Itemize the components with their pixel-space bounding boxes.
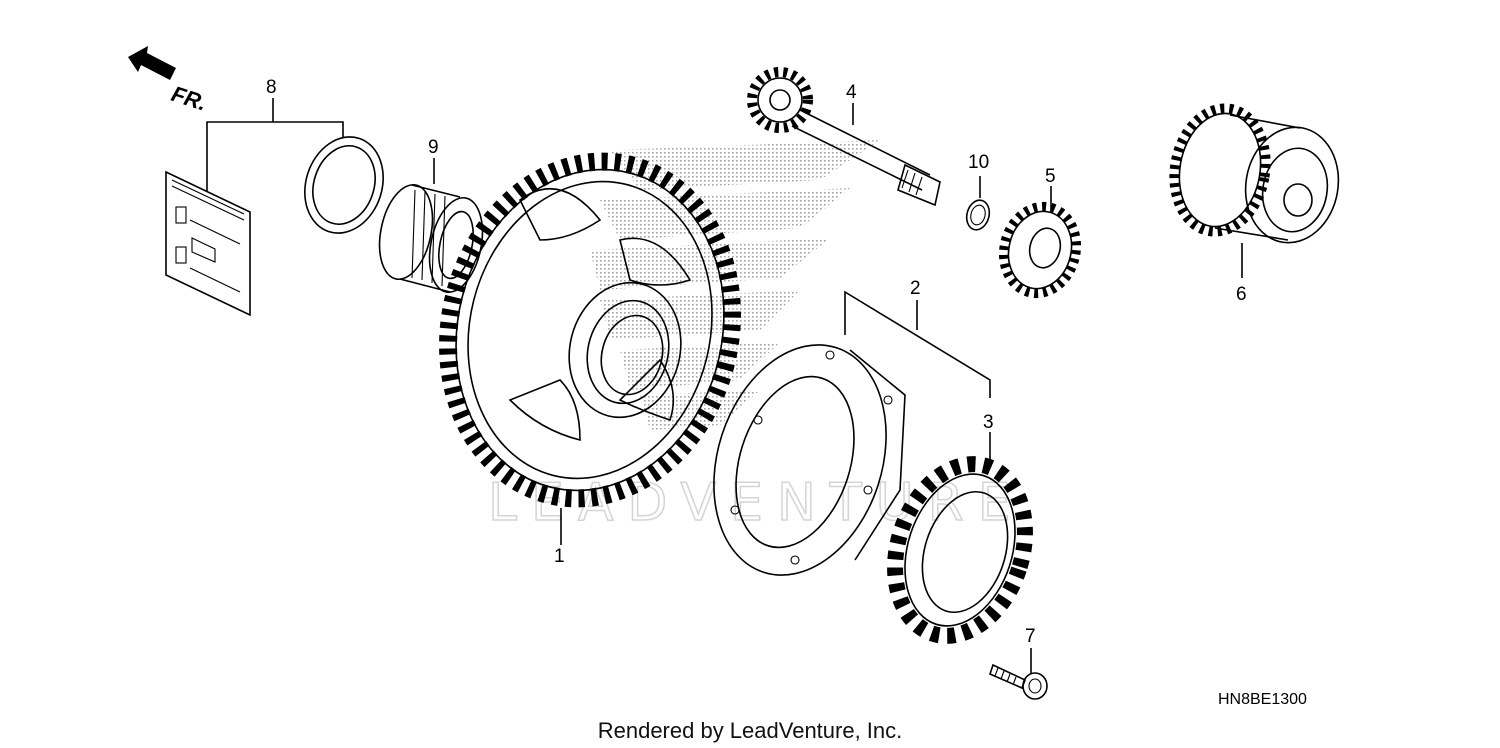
part-6-starter-clutch-assembly	[1169, 103, 1340, 244]
part-7-bolt	[989, 663, 1048, 700]
part-5-idle-gear	[998, 201, 1082, 299]
callout-3: 3	[983, 412, 994, 433]
callout-10: 10	[968, 152, 989, 173]
part-8-label-card	[165, 170, 251, 317]
diagram-code: HN8BE1300	[1218, 691, 1307, 708]
callout-8: 8	[266, 77, 277, 98]
callout-4: 4	[846, 82, 857, 103]
callout-7: 7	[1025, 626, 1036, 647]
callout-2: 2	[910, 278, 921, 299]
part-4-idle-shaft	[747, 67, 941, 207]
direction-label: FR.	[168, 81, 209, 116]
part-1-starter-driven-gear	[439, 152, 741, 508]
footer-credit: Rendered by LeadVenture, Inc.	[598, 718, 903, 743]
front-direction-arrow-icon: FR.	[128, 46, 210, 116]
callout-2-leader	[844, 290, 991, 398]
watermark-logo	[590, 140, 880, 430]
callout-8-leader	[206, 121, 344, 191]
callout-6: 6	[1236, 284, 1247, 305]
callout-5: 5	[1045, 166, 1056, 187]
callout-9: 9	[428, 137, 439, 158]
part-3-one-way-clutch	[887, 456, 1033, 644]
part-2-one-way-clutch-outer	[713, 344, 906, 576]
part-8-seal-ring	[304, 136, 384, 234]
part-10-snap-ring	[965, 199, 991, 231]
callout-1: 1	[554, 546, 565, 567]
